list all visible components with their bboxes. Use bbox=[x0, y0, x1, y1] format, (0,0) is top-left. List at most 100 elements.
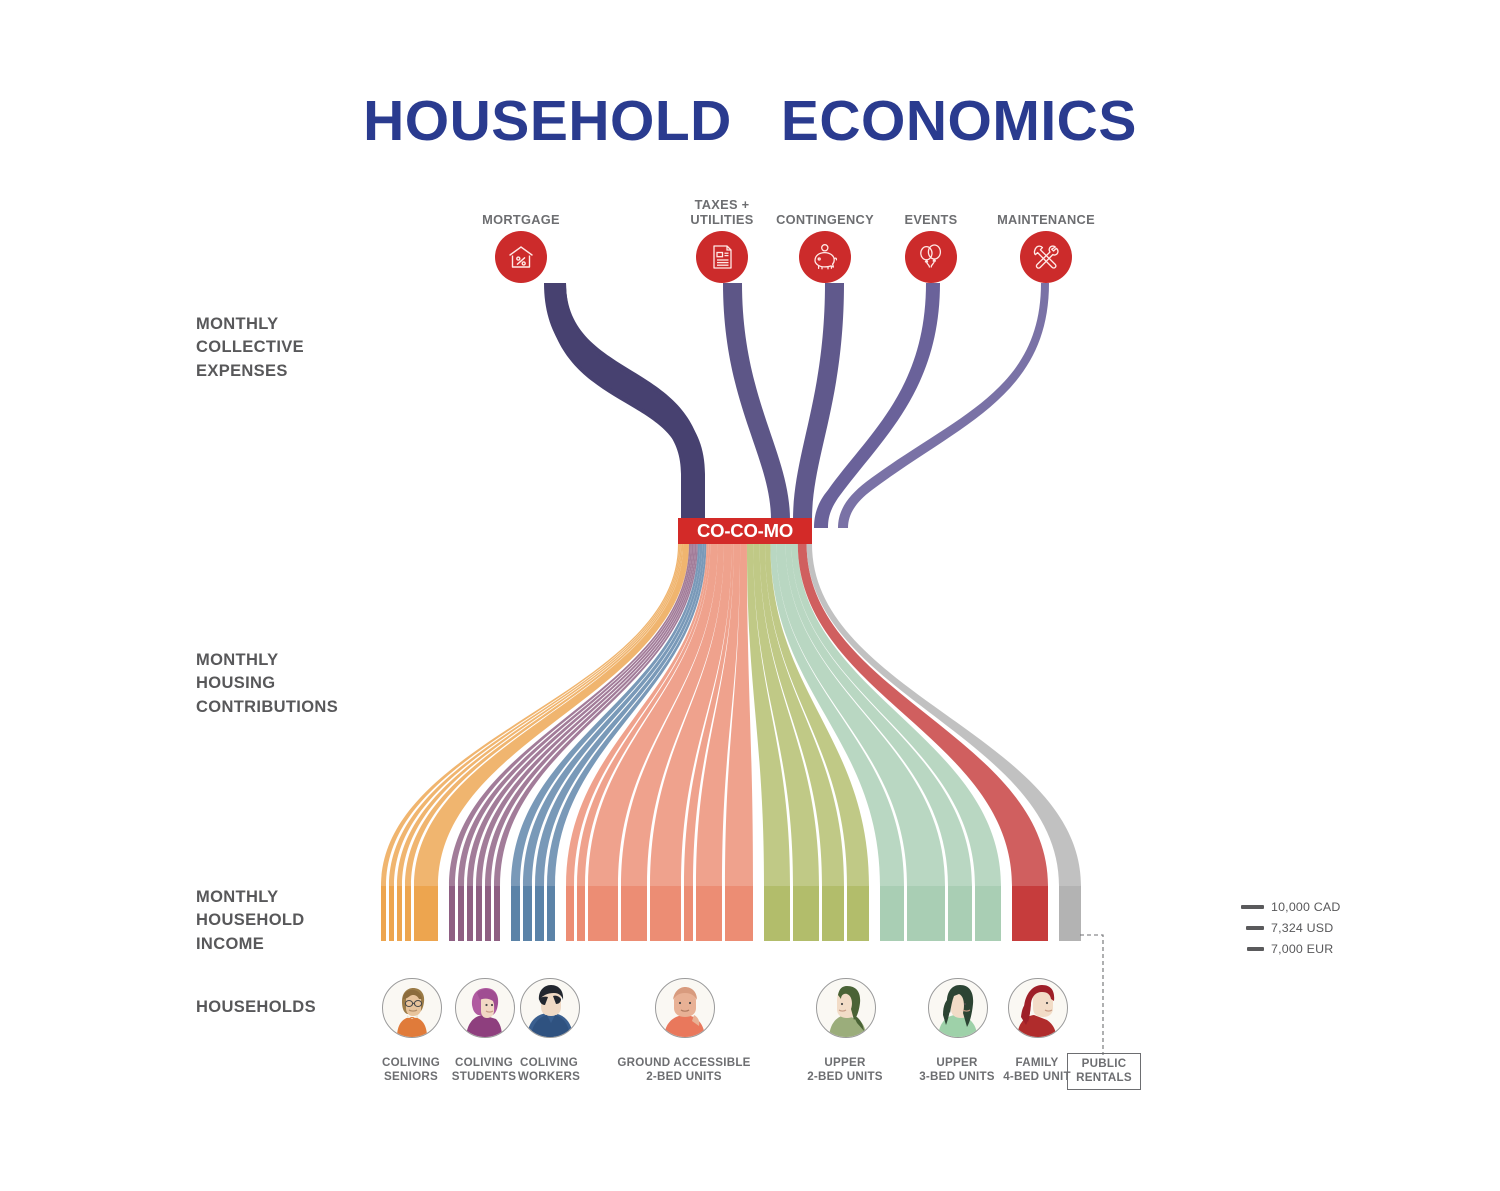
income-bar[interactable] bbox=[621, 886, 647, 941]
income-bar[interactable] bbox=[405, 886, 411, 941]
contribution-flow bbox=[746, 544, 790, 886]
income-bar[interactable] bbox=[684, 886, 693, 941]
income-bar[interactable] bbox=[547, 886, 555, 941]
expense-label-contingency: CONTINGENCY bbox=[776, 211, 874, 227]
balloons-icon bbox=[905, 231, 957, 283]
unit-label-family-4bed: FAMILY 4-BED UNIT bbox=[1003, 1056, 1071, 1083]
expense-flow-group bbox=[478, 283, 1049, 528]
flow-events bbox=[814, 283, 940, 528]
income-bar[interactable] bbox=[696, 886, 722, 941]
expense-node-taxes-utilities[interactable]: TAXES + UTILITIES bbox=[667, 182, 777, 283]
unit-label-coliving-workers: COLIVING WORKERS bbox=[517, 1056, 581, 1083]
income-bar[interactable] bbox=[389, 886, 394, 941]
expense-node-contingency[interactable]: CONTINGENCY bbox=[765, 195, 885, 283]
contribution-flow bbox=[523, 544, 703, 886]
income-bar[interactable] bbox=[764, 886, 790, 941]
income-bar[interactable] bbox=[650, 886, 681, 941]
flow-contingency bbox=[793, 283, 844, 528]
expense-label-mortgage: MORTGAGE bbox=[482, 211, 560, 227]
contribution-flow bbox=[535, 544, 705, 886]
contribution-flow bbox=[494, 544, 698, 886]
income-bar[interactable] bbox=[948, 886, 972, 941]
ground-avatar[interactable] bbox=[655, 978, 715, 1038]
stage-label-household-income: MONTHLY HOUSEHOLD INCOME bbox=[196, 888, 305, 953]
income-bar[interactable] bbox=[467, 886, 473, 941]
unit-label-coliving-seniors: COLIVING SENIORS bbox=[381, 1056, 441, 1083]
contribution-flow bbox=[770, 544, 904, 886]
stage-label-housing-contributions: MONTHLY HOUSING CONTRIBUTIONS bbox=[196, 651, 339, 716]
contribution-flow bbox=[765, 544, 869, 886]
contribution-flow bbox=[725, 544, 753, 886]
income-bar[interactable] bbox=[725, 886, 753, 941]
contribution-flow bbox=[467, 544, 694, 886]
expense-label-taxes-utilities: TAXES + UTILITIES bbox=[690, 197, 754, 227]
income-bar[interactable] bbox=[847, 886, 869, 941]
expense-node-maintenance[interactable]: MAINTENANCE bbox=[971, 195, 1121, 283]
contribution-flow bbox=[397, 544, 682, 886]
contribution-flow bbox=[381, 544, 680, 886]
contribution-flow bbox=[759, 544, 844, 886]
flow-taxes bbox=[703, 283, 790, 528]
scale-legend: 10,000 CAD 7,324 USD 7,000 EUR bbox=[1241, 896, 1341, 959]
unit-label-upper-2bed: UPPER 2-BED UNITS bbox=[807, 1056, 883, 1083]
page-title: HOUSEHOLD ECONOMICS bbox=[363, 89, 1137, 153]
legend-value-usd: 7,324 USD bbox=[1271, 920, 1334, 935]
contribution-flow bbox=[414, 544, 690, 886]
income-bar[interactable] bbox=[907, 886, 945, 941]
income-bar[interactable] bbox=[494, 886, 500, 941]
income-bar[interactable] bbox=[588, 886, 618, 941]
income-bar[interactable] bbox=[793, 886, 819, 941]
unit-label-ground-accessible: GROUND ACCESSIBLE 2-BED UNITS bbox=[617, 1056, 751, 1083]
upper2-avatar[interactable] bbox=[816, 978, 876, 1038]
legend-item: 10,000 CAD bbox=[1241, 896, 1341, 917]
income-bar[interactable] bbox=[535, 886, 544, 941]
contribution-flow bbox=[485, 544, 697, 886]
student-avatar[interactable] bbox=[455, 978, 515, 1038]
legend-value-eur: 7,000 EUR bbox=[1271, 941, 1334, 956]
expense-node-events[interactable]: EVENTS bbox=[876, 195, 986, 283]
income-bar[interactable] bbox=[458, 886, 464, 941]
worker-avatar[interactable] bbox=[520, 978, 580, 1038]
income-bar[interactable] bbox=[1059, 886, 1081, 941]
income-bar[interactable] bbox=[523, 886, 532, 941]
income-bar[interactable] bbox=[381, 886, 386, 941]
income-bar-group bbox=[381, 886, 1081, 941]
income-bar[interactable] bbox=[476, 886, 482, 941]
cocomo-hub-node[interactable]: CO-CO-MO bbox=[678, 518, 812, 544]
income-bar[interactable] bbox=[485, 886, 491, 941]
tools-icon bbox=[1020, 231, 1072, 283]
income-bar[interactable] bbox=[511, 886, 520, 941]
income-bar[interactable] bbox=[414, 886, 438, 941]
expense-label-events: EVENTS bbox=[904, 211, 958, 227]
unit-label-upper-3bed: UPPER 3-BED UNITS bbox=[919, 1056, 995, 1083]
contribution-flow bbox=[696, 544, 741, 886]
expense-label-maintenance: MAINTENANCE bbox=[997, 211, 1095, 227]
contribution-flow bbox=[776, 544, 945, 886]
contribution-flow bbox=[476, 544, 695, 886]
contribution-flow bbox=[684, 544, 734, 886]
income-bar[interactable] bbox=[1012, 886, 1048, 941]
contribution-flow bbox=[621, 544, 724, 886]
income-bar[interactable] bbox=[822, 886, 844, 941]
family-avatar[interactable] bbox=[1008, 978, 1068, 1038]
expense-node-mortgage[interactable]: MORTGAGE bbox=[436, 195, 606, 283]
flow-mortgage-shape bbox=[478, 283, 705, 528]
contribution-flow bbox=[588, 544, 718, 886]
income-bar[interactable] bbox=[449, 886, 455, 941]
contribution-flow bbox=[806, 544, 1081, 886]
stage-label-households: HOUSEHOLDS bbox=[196, 998, 316, 1016]
upper3-avatar[interactable] bbox=[928, 978, 988, 1038]
income-bar[interactable] bbox=[397, 886, 402, 941]
contribution-flow bbox=[449, 544, 691, 886]
unit-label-public-rentals: PUBLIC RENTALS bbox=[1067, 1053, 1141, 1090]
senior-avatar[interactable] bbox=[382, 978, 442, 1038]
legend-item: 7,000 EUR bbox=[1241, 938, 1341, 959]
income-bar[interactable] bbox=[566, 886, 574, 941]
income-bar[interactable] bbox=[975, 886, 1001, 941]
stage-label-collective-expenses: MONTHLY COLLECTIVE EXPENSES bbox=[196, 315, 305, 380]
income-bar[interactable] bbox=[880, 886, 904, 941]
income-bar[interactable] bbox=[577, 886, 585, 941]
contribution-flow bbox=[753, 544, 819, 886]
